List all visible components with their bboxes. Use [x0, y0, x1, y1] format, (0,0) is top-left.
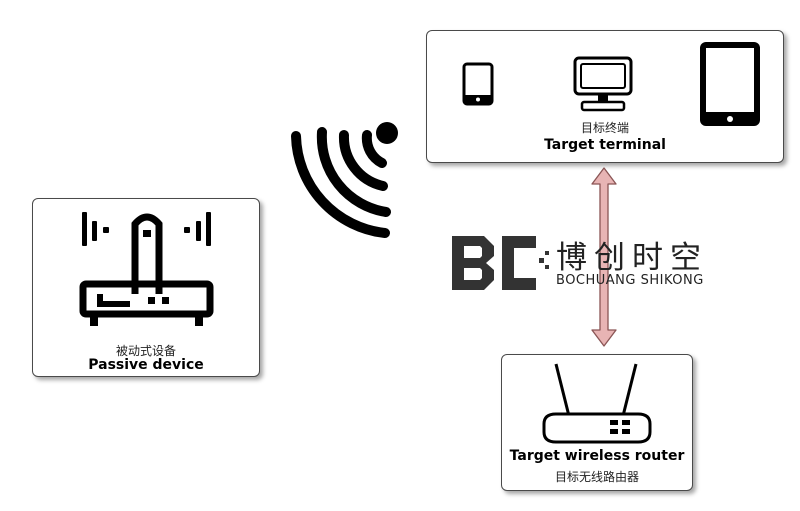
brand-logo-icon — [452, 236, 549, 290]
brand-name-cn: 博创时空 — [556, 240, 708, 276]
passive-device-label-cn: 被动式设备 — [115, 344, 176, 358]
wireless-router-icon — [542, 363, 652, 444]
target-router-label-cn: 目标无线路由器 — [554, 470, 639, 484]
target-terminal-label-en: Target terminal — [544, 137, 666, 153]
desktop-monitor-icon — [573, 56, 633, 112]
double-arrow-icon — [591, 167, 617, 347]
passive-device-label-en: Passive device — [88, 357, 204, 373]
brand-name-en: BOCHUANG SHIKONG — [556, 273, 704, 288]
target-router-label-en: Target wireless router — [509, 448, 685, 464]
target-terminal-label-cn: 目标终端 — [580, 121, 629, 135]
smartphone-icon — [462, 62, 494, 106]
tablet-icon — [700, 42, 760, 126]
wifi-signal-icon — [291, 122, 398, 238]
passive-router-icon — [79, 212, 214, 326]
